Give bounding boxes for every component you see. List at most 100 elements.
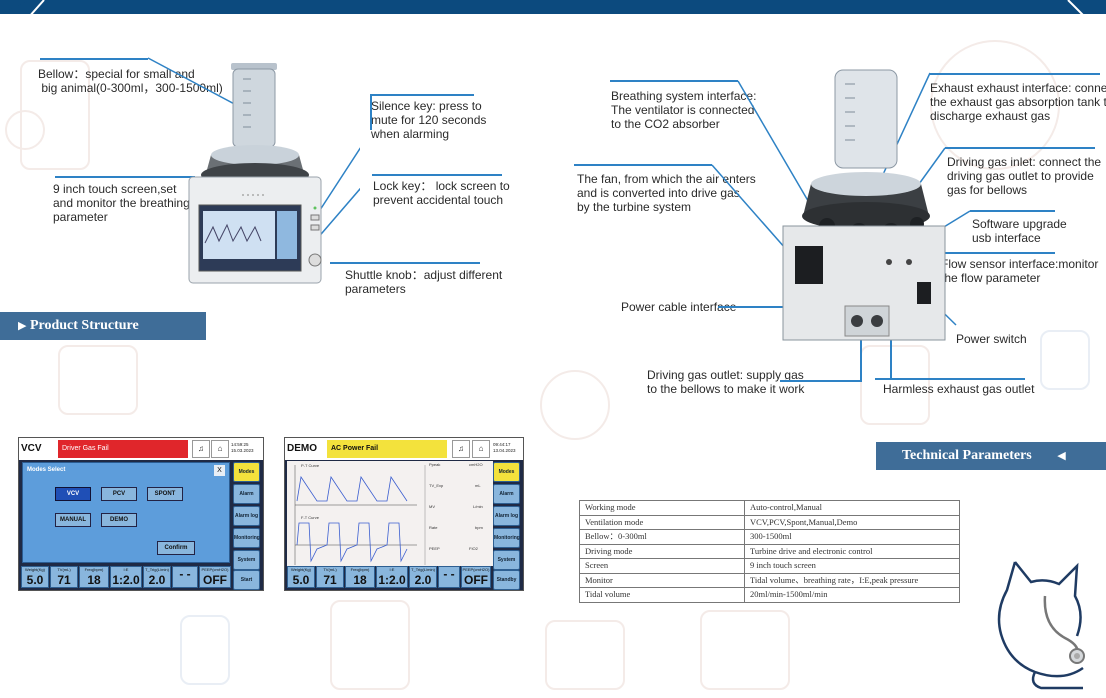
param-blank[interactable]: - - <box>438 566 460 588</box>
side-button-monitoring[interactable]: Monitoring <box>493 528 520 548</box>
watermark-shape <box>860 345 930 425</box>
mode-button-demo[interactable]: DEMO <box>101 513 137 527</box>
callout-lock-key: Lock key： lock screen to prevent acciden… <box>373 179 510 207</box>
dialog-title: Modes Select <box>27 467 66 473</box>
lock-icon[interactable]: ⌂ <box>472 440 490 458</box>
modes-dialog: Modes Select X VCV PCV SPONT MANUAL DEMO… <box>22 462 230 563</box>
close-button[interactable]: X <box>214 465 225 476</box>
readout-tv-exp: TV_Exp <box>429 483 444 488</box>
callout-line <box>574 164 712 166</box>
callout-line <box>55 176 195 178</box>
param-tv[interactable]: TV(mL)71 <box>316 566 344 588</box>
callout-fan: The fan, from which the air enters and i… <box>577 172 756 214</box>
param-weight[interactable]: Weight(Kg)5.0 <box>21 566 49 588</box>
callout-line <box>930 73 1100 75</box>
watermark-shape <box>330 600 410 690</box>
mode-button-manual[interactable]: MANUAL <box>55 513 91 527</box>
product-structure-header: ▶ Product Structure <box>0 312 206 340</box>
callout-touch-screen: 9 inch touch screen,set and monitor the … <box>53 182 190 224</box>
callout-power-cable: Power cable interface <box>621 300 737 314</box>
readout-mv: MV <box>429 504 435 509</box>
readout-ppeak: Ppeak <box>429 462 441 467</box>
alarm-banner: AC Power Fail <box>327 440 447 458</box>
side-button-start[interactable]: Start <box>233 570 260 590</box>
callout-line <box>370 94 474 96</box>
side-button-system[interactable]: System <box>493 550 520 570</box>
bell-icon[interactable]: ♫ <box>192 440 210 458</box>
side-button-modes[interactable]: Modes <box>233 462 260 482</box>
callout-line <box>610 80 738 82</box>
callout-exhaust: Exhaust exhaust interface: connect the e… <box>930 81 1106 123</box>
waveform-area: P-T Curve F-T Curve Ppeak cmH2O TV_Exp m… <box>287 461 493 566</box>
callout-power-switch: Power switch <box>956 332 1027 346</box>
unit-peep: FIO2 <box>469 546 478 551</box>
callout-driving-inlet: Driving gas inlet: connect the driving g… <box>947 155 1102 197</box>
watermark-shape <box>930 40 1060 170</box>
side-button-monitoring[interactable]: Monitoring <box>233 528 260 548</box>
param-tv[interactable]: TV(mL)71 <box>50 566 78 588</box>
mode-button-spont[interactable]: SPONT <box>147 487 183 501</box>
callout-shuttle-knob: Shuttle knob：adjust different parameters <box>345 268 503 296</box>
callout-line <box>935 252 1055 254</box>
callout-line <box>330 262 480 264</box>
callout-line <box>40 58 148 60</box>
mode-indicator: DEMO <box>287 443 317 454</box>
flow-curve-label: F-T Curve <box>301 515 319 520</box>
param-freq[interactable]: Freq(bpm)18 <box>345 566 375 588</box>
side-button-alarm[interactable]: Alarm <box>493 484 520 504</box>
param-trig[interactable]: T_Trig(L/min)2.0 <box>143 566 171 588</box>
cat-stethoscope-illustration <box>997 561 1085 690</box>
callout-bellow: Bellow：special for small and big animal(… <box>38 67 223 95</box>
watermark-shape <box>700 610 790 690</box>
param-peep[interactable]: PEEP(cmH2O)OFF <box>199 566 231 588</box>
top-banner <box>0 0 1106 18</box>
technical-parameters-header: Technical Parameters ◀ <box>876 442 1106 470</box>
unit-tv-exp: mL <box>475 483 481 488</box>
watermark-shape <box>545 620 625 690</box>
alarm-banner: Driver Gas Fail <box>58 440 188 458</box>
readout-peep: PEEP <box>429 546 440 551</box>
side-button-alarm-log[interactable]: Alarm log <box>233 506 260 526</box>
callout-silence-key: Silence key: press to mute for 120 secon… <box>371 99 487 141</box>
callout-line <box>945 147 1095 149</box>
param-freq[interactable]: Freq(bpm)18 <box>79 566 109 588</box>
waveform-graph <box>294 465 426 565</box>
unit-rate: bpm <box>475 525 483 530</box>
ventilator-rear-photo <box>781 66 947 344</box>
callout-breathing-interface: Breathing system interface: The ventilat… <box>611 89 757 131</box>
side-button-alarm-log[interactable]: Alarm log <box>493 506 520 526</box>
mode-button-pcv[interactable]: PCV <box>101 487 137 501</box>
triangle-right-icon: ▶ <box>18 320 27 332</box>
callout-driving-outlet: Driving gas outlet: supply gas to the be… <box>647 368 805 396</box>
mode-button-vcv[interactable]: VCV <box>55 487 91 501</box>
watermark-shape <box>180 615 230 685</box>
callout-line <box>718 306 788 308</box>
param-weight[interactable]: Weight(Kg)5.0 <box>287 566 315 588</box>
pressure-curve-label: P-T Curve <box>301 463 320 468</box>
bell-icon[interactable]: ♫ <box>452 440 470 458</box>
side-button-standby[interactable]: Standby <box>493 570 520 590</box>
unit-mv: L/min <box>473 504 483 509</box>
triangle-left-icon: ◀ <box>1057 450 1066 462</box>
side-button-modes[interactable]: Modes <box>493 462 520 482</box>
param-trig[interactable]: T_Trig(L/min)2.0 <box>409 566 437 588</box>
watermark-shape <box>5 110 45 150</box>
lock-icon[interactable]: ⌂ <box>211 440 229 458</box>
side-button-alarm[interactable]: Alarm <box>233 484 260 504</box>
unit-ppeak: cmH2O <box>469 462 483 467</box>
param-blank[interactable]: - - <box>172 566 198 588</box>
side-button-system[interactable]: System <box>233 550 260 570</box>
param-peep[interactable]: PEEP(cmH2O)OFF <box>461 566 491 588</box>
confirm-button[interactable]: Confirm <box>157 541 195 555</box>
